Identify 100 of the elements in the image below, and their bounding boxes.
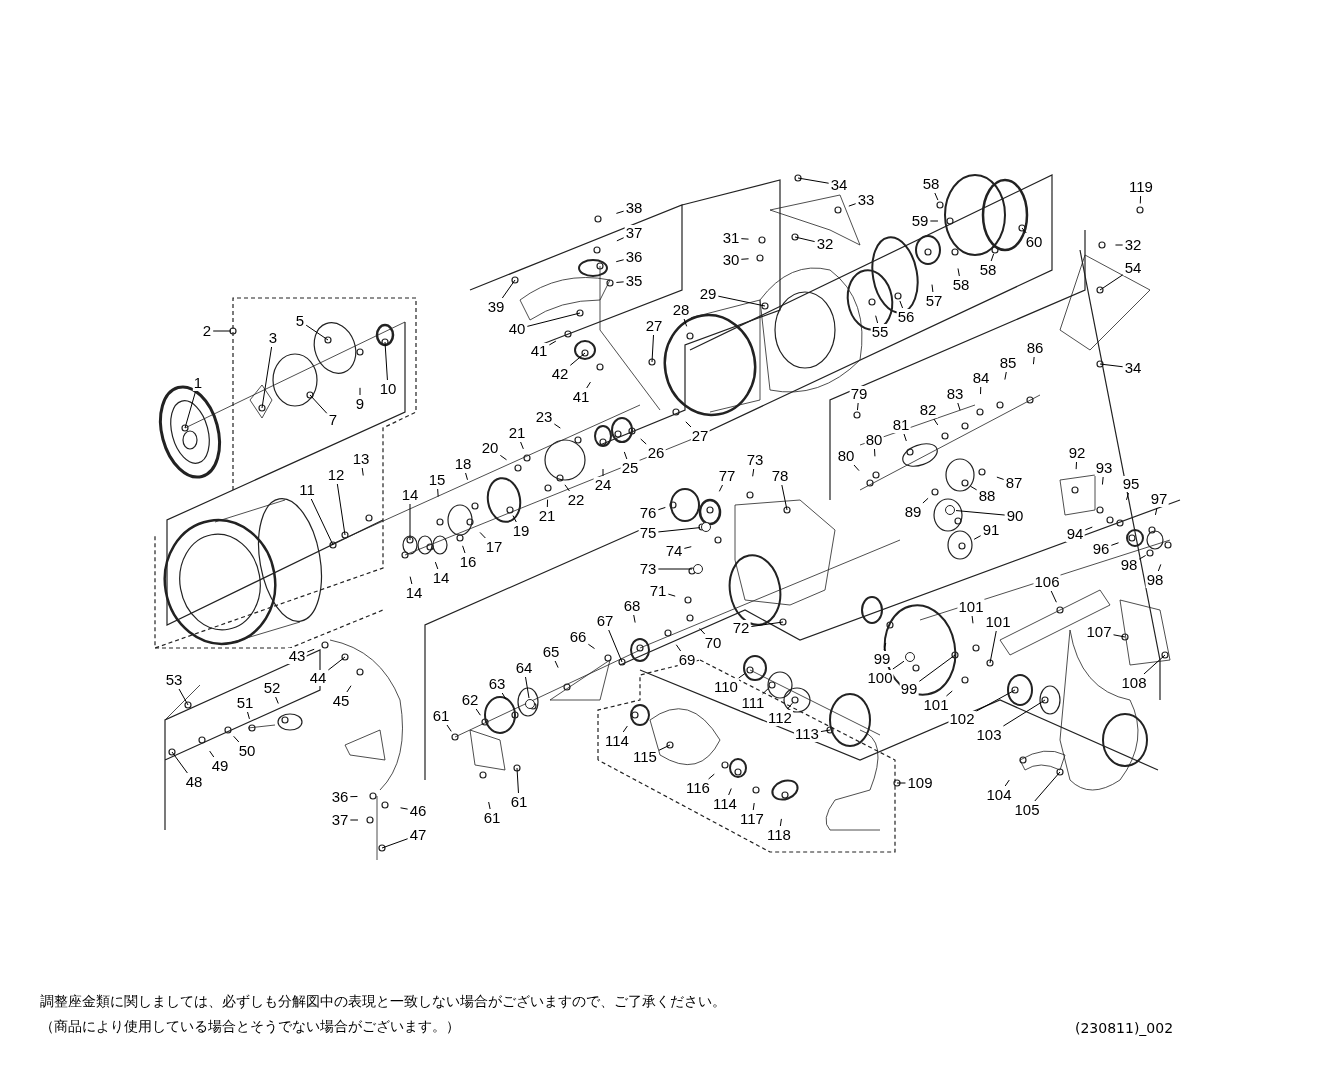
callout-number: 49 <box>210 758 230 774</box>
callout-number: 83 <box>945 386 965 402</box>
document-code: (230811)_002 <box>1075 1019 1174 1037</box>
part-circle <box>905 652 915 662</box>
callout-number: 30 <box>721 252 741 268</box>
leader-line <box>349 795 358 798</box>
leader-line <box>512 515 517 523</box>
leader-line <box>708 773 715 780</box>
callout-number: 84 <box>971 370 991 386</box>
callout-number: 14 <box>400 487 420 503</box>
leader-line <box>384 341 388 381</box>
leader-line <box>718 484 723 492</box>
callout-number: 15 <box>427 472 447 488</box>
callout-number: 26 <box>646 445 666 461</box>
leader-line <box>587 643 595 650</box>
leader-line <box>501 279 516 299</box>
leader-line <box>957 402 961 411</box>
leader-line <box>437 488 439 498</box>
leader-line <box>750 621 784 627</box>
leader-line <box>787 702 793 710</box>
leader-line <box>667 593 676 597</box>
leader-line <box>608 629 623 663</box>
leader-line <box>969 485 978 491</box>
callout-number: 90 <box>1005 508 1025 524</box>
callout-number: 82 <box>918 402 938 418</box>
callout-number: 107 <box>1085 624 1113 640</box>
callout-number: 72 <box>731 620 751 636</box>
callout-number: 110 <box>713 679 739 695</box>
leader-line <box>1050 590 1057 603</box>
leader-line <box>465 472 468 481</box>
callout-number: 38 <box>624 200 644 216</box>
callout-number: 106 <box>1033 574 1061 590</box>
leader-line <box>184 391 196 429</box>
leader-line <box>602 468 604 477</box>
leader-line <box>980 386 982 395</box>
callout-number: 45 <box>331 693 351 709</box>
callout-number: 20 <box>480 440 500 456</box>
leader-line <box>683 318 688 327</box>
leader-line <box>1075 461 1077 470</box>
callout-number: 77 <box>717 468 737 484</box>
leader-line <box>622 725 628 733</box>
callout-number: 114 <box>712 796 738 812</box>
leader-line <box>892 660 905 670</box>
callout-number: 11 <box>298 482 316 498</box>
callout-number: 46 <box>408 803 428 819</box>
callout-number: 39 <box>486 299 506 315</box>
callout-number: 61 <box>431 708 451 724</box>
leader-line <box>633 614 636 624</box>
leader-line <box>233 735 240 743</box>
callout-number: 113 <box>794 726 820 742</box>
callout-number: 25 <box>620 460 640 476</box>
leader-line <box>990 253 995 262</box>
callout-number: 111 <box>740 695 766 711</box>
callout-number: 47 <box>408 827 428 843</box>
callout-number: 85 <box>998 355 1018 371</box>
callout-number: 73 <box>745 452 765 468</box>
leader-line <box>1113 634 1126 638</box>
leader-line <box>409 576 413 585</box>
callout-number: 66 <box>568 629 588 645</box>
leader-line <box>171 751 188 774</box>
leader-line <box>546 499 549 508</box>
leader-line <box>1157 563 1162 572</box>
callout-number: 92 <box>1067 445 1087 461</box>
leader-line <box>1084 526 1093 531</box>
callout-number: 98 <box>1145 572 1165 588</box>
leader-line <box>675 644 682 652</box>
leader-line <box>525 676 530 699</box>
leader-line <box>309 394 328 414</box>
callout-number: 13 <box>351 451 371 467</box>
leader-line <box>853 464 860 472</box>
callout-number: 97 <box>1149 491 1169 507</box>
leader-line <box>762 688 769 695</box>
leader-line <box>738 673 746 679</box>
callout-number: 28 <box>671 302 691 318</box>
callout-number: 21 <box>537 508 557 524</box>
leader-line <box>346 685 352 693</box>
callout-number: 34 <box>829 177 849 193</box>
leader-line <box>957 267 960 277</box>
callout-number: 42 <box>550 366 570 382</box>
leader-line <box>657 527 701 533</box>
callout-number: 56 <box>896 309 916 325</box>
leader-line <box>616 237 625 242</box>
callout-number: 89 <box>903 504 923 520</box>
leader-line <box>434 561 439 570</box>
callout-number: 3 <box>267 330 279 346</box>
leader-line <box>520 441 524 450</box>
leader-line <box>1002 699 1046 727</box>
callout-number: 58 <box>921 176 941 192</box>
leader-line <box>336 483 346 536</box>
leader-line <box>779 818 782 827</box>
callout-number: 32 <box>815 236 835 252</box>
leader-line <box>929 220 939 222</box>
leader-line <box>553 423 561 429</box>
leader-line <box>327 656 346 671</box>
callout-number: 51 <box>235 695 255 711</box>
callout-number: 104 <box>985 787 1013 803</box>
callout-number: 54 <box>1123 260 1143 276</box>
callout-number: 60 <box>1024 234 1044 250</box>
callout-number: 99 <box>899 681 919 697</box>
callout-number: 109 <box>906 775 934 791</box>
